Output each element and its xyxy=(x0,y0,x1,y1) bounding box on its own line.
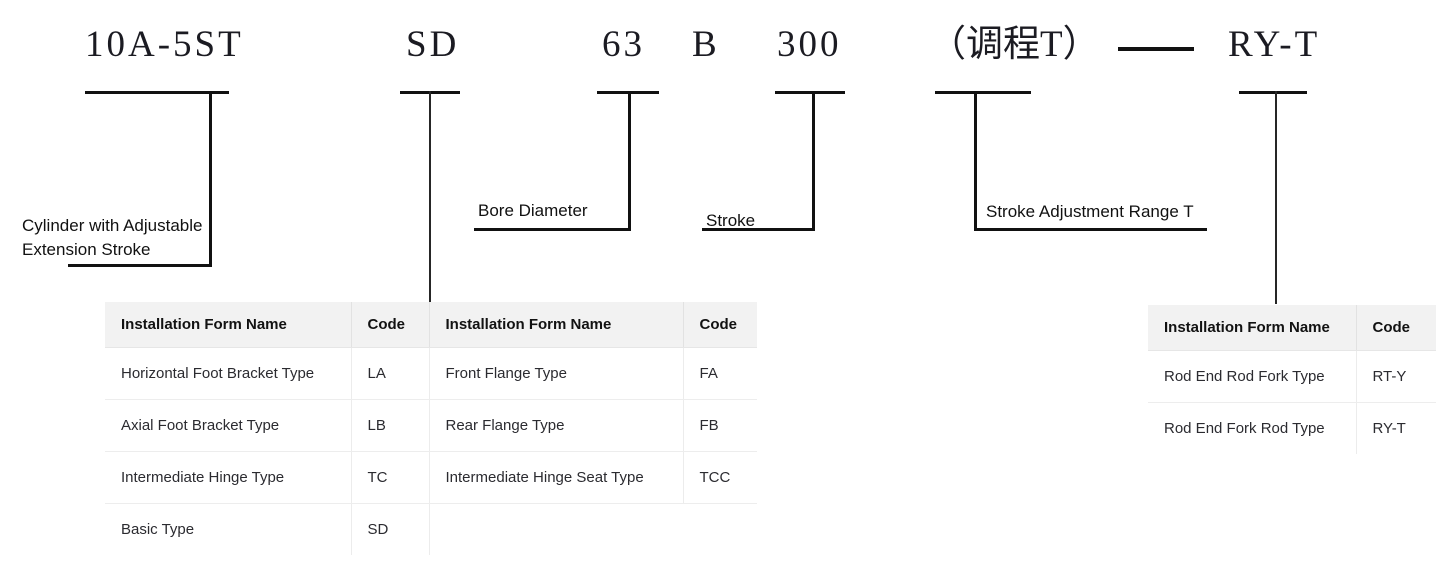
leader-bar-rod-end xyxy=(1239,91,1307,94)
cell-code: LB xyxy=(351,399,430,452)
table-row: Intermediate Hinge Type TC Intermediate … xyxy=(105,451,757,504)
code-token-bore: 63 xyxy=(602,24,645,65)
cell-code: RT-Y xyxy=(1356,350,1436,403)
leader-underline-adjust xyxy=(974,228,1207,231)
cell-code: RY-T xyxy=(1356,402,1436,454)
cell-code: SD xyxy=(351,503,430,555)
cell-code: LA xyxy=(351,347,430,400)
cell-form-name: Rod End Rod Fork Type xyxy=(1148,350,1357,403)
leader-stem-mount xyxy=(429,91,431,302)
column-header-name-2: Installation Form Name xyxy=(429,302,684,348)
code-token-series: B xyxy=(692,24,720,65)
cell-form-name: Rod End Fork Rod Type xyxy=(1148,402,1357,454)
cell-form-name: Horizontal Foot Bracket Type xyxy=(105,347,352,400)
leader-stem-bore xyxy=(628,91,631,231)
leader-bar-model xyxy=(85,91,229,94)
annotation-stroke: Stroke xyxy=(706,211,756,230)
leader-underline-bore xyxy=(474,228,631,231)
table-header-row: Installation Form Name Code xyxy=(1148,305,1436,351)
cell-code: FA xyxy=(683,347,757,400)
code-token-adjust-range: （调程T） xyxy=(929,24,1100,65)
leader-stem-stroke xyxy=(812,91,815,231)
leader-stem-adjust xyxy=(974,91,977,231)
cell-form-name: Intermediate Hinge Seat Type xyxy=(429,451,684,504)
leader-stem-rod-end xyxy=(1275,91,1277,304)
column-header-code: Code xyxy=(1356,305,1436,351)
table-row: Horizontal Foot Bracket Type LA Front Fl… xyxy=(105,347,757,400)
table-row: Rod End Rod Fork Type RT-Y xyxy=(1148,350,1436,403)
leader-bar-adjust xyxy=(935,91,1031,94)
cell-form-name: Front Flange Type xyxy=(429,347,684,400)
cell-form-name: Intermediate Hinge Type xyxy=(105,451,352,504)
column-header-name: Installation Form Name xyxy=(1148,305,1357,351)
column-header-code-1: Code xyxy=(351,302,430,348)
leader-bar-stroke xyxy=(775,91,845,94)
column-header-name-1: Installation Form Name xyxy=(105,302,352,348)
code-token-stroke: 300 xyxy=(777,24,842,65)
annotation-stroke-adjust: Stroke Adjustment Range T xyxy=(986,202,1194,221)
column-header-code-2: Code xyxy=(683,302,757,348)
annotation-cylinder-type: Cylinder with Adjustable Extension Strok… xyxy=(22,216,203,259)
leader-stem-model xyxy=(209,91,212,266)
cell-code: FB xyxy=(683,399,757,452)
table-header-row: Installation Form Name Code Installation… xyxy=(105,302,757,348)
cell-code: TCC xyxy=(683,451,757,504)
code-token-separator xyxy=(1118,47,1194,51)
table-row: Rod End Fork Rod Type RY-T xyxy=(1148,402,1436,454)
cell-form-name: Rear Flange Type xyxy=(429,399,684,452)
cell-form-name-empty xyxy=(429,503,683,555)
annotation-bore-diameter: Bore Diameter xyxy=(478,201,588,220)
code-token-rod-end: RY-T xyxy=(1228,24,1321,65)
cell-code: TC xyxy=(351,451,430,504)
leader-underline-stroke xyxy=(702,228,815,231)
table-row: Basic Type SD xyxy=(105,503,757,555)
code-token-model: 10A-5ST xyxy=(85,24,244,65)
cell-form-name: Axial Foot Bracket Type xyxy=(105,399,352,452)
table-row: Axial Foot Bracket Type LB Rear Flange T… xyxy=(105,399,757,452)
leader-underline-model xyxy=(68,264,212,267)
installation-form-table-right: Installation Form Name Code Rod End Rod … xyxy=(1148,305,1436,454)
cell-form-name: Basic Type xyxy=(105,503,352,555)
cell-code-empty xyxy=(683,503,757,555)
code-token-mount: SD xyxy=(406,24,460,65)
installation-form-table-left: Installation Form Name Code Installation… xyxy=(105,302,757,555)
